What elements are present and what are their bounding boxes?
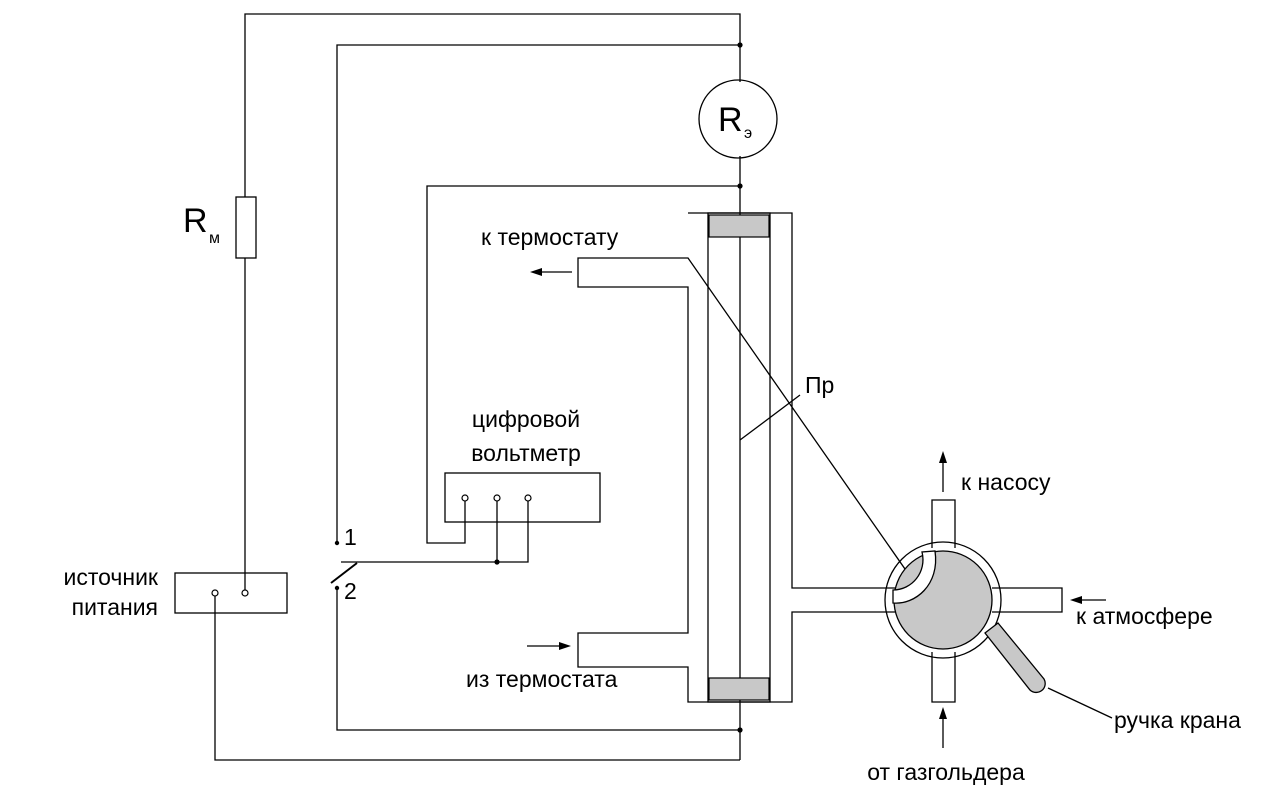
top-seal [708,214,770,238]
junction-bottom [737,727,743,733]
re-circle [698,79,778,159]
arrow-from-gasholder-head [939,707,947,719]
power-supply: источник питания [63,564,288,620]
voltmeter-terminal-3 [524,494,532,502]
wire-to-switch-1 [336,44,740,543]
rm-label: R [183,202,208,240]
wire-top-outer [244,13,741,197]
voltmeter-label-2: вольтметр [471,440,581,466]
voltmeter-terminal-1 [461,494,469,502]
voltmeter-terminal-2 [493,494,501,502]
power-supply-box [174,572,288,614]
tap-channel [892,550,937,604]
wires [214,13,801,761]
thermostat-jacket: к термостату из термостата Пр [466,212,937,703]
to-atmosphere-label: к атмосфере [1076,603,1213,629]
re-subscript: э [744,125,752,142]
from-gasholder-label: от газгольдера [867,759,1025,785]
re-label: R [718,101,743,139]
resistor-rm-body [235,196,257,259]
tap-handle-shape [984,622,1046,694]
junction-voltmeter [494,559,500,565]
rm-subscript: м [209,230,220,247]
voltmeter-label-1: цифровой [472,406,580,432]
arrow-to-thermostat-head [530,268,542,276]
tap-outer-body [884,541,1002,659]
power-label-1: источник [63,564,158,590]
from-thermostat-label: из термостата [466,666,618,692]
arrow-from-thermostat-head [559,642,571,650]
power-label-2: питания [72,594,158,620]
arrow-to-pump-head [939,451,947,463]
power-terminal-right [241,589,249,597]
power-terminal-left [211,589,219,597]
switch-blade [330,562,358,584]
switch-contact-1 [334,540,340,546]
to-thermostat-label: к термостату [481,224,619,250]
inner-tube [707,212,771,703]
switch: 1 2 [330,524,358,604]
junction-re-bottom [737,183,743,189]
tap-handle-label: ручка крана [1114,707,1241,733]
four-way-tap: к насосу к атмосфере ручка крана от газг… [867,451,1241,785]
voltmeter-box [444,472,601,523]
switch-contact-2 [334,585,340,591]
pipe-from-gasholder [931,652,956,703]
wire-switch-2-bottom [336,588,740,731]
jacket-outline [577,212,937,703]
resistor-rm: R м [183,196,257,259]
handle-leader [1047,687,1113,719]
switch-label-1: 1 [344,524,357,550]
tap-handle [984,622,1046,694]
wire-to-voltmeter [426,185,740,544]
resistance-re: R э [698,79,778,159]
pipe-to-pump [931,499,956,548]
arrow-to-atmosphere-head [1070,596,1082,604]
wire-switch-common [341,498,529,563]
wire-supply-bottom [214,593,740,761]
junction-top [737,42,743,48]
junctions [334,42,743,733]
bottom-seal [708,677,770,701]
to-pump-label: к насосу [961,469,1051,495]
switch-label-2: 2 [344,578,357,604]
digital-voltmeter: цифровой вольтметр [444,406,601,523]
wire-pr-label: Пр [805,372,834,398]
pipe-to-atmosphere [992,587,1063,613]
